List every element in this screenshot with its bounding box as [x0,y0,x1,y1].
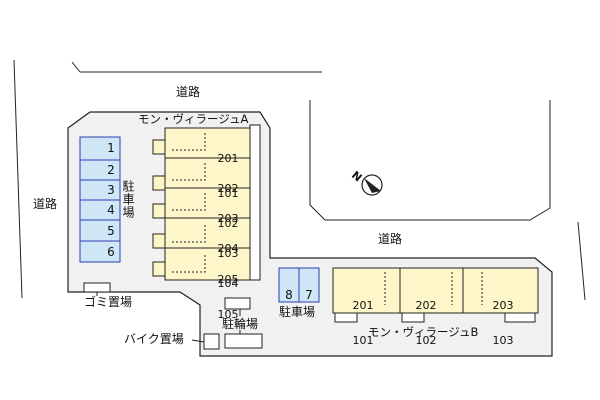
bicycle-label: 駐輪場 [222,317,259,331]
bicycle-rack [224,333,263,349]
unit-number: 104 [217,276,239,290]
building-a-entrances [152,139,166,277]
building-a-unit-1 [164,127,251,159]
unit-number: 203 [217,212,239,226]
parking-slot-label: 4 [107,203,115,217]
building-b-unit-3-label: 203 103 [486,277,520,358]
unit-number: 202 [415,299,437,313]
building-b-unit-2-label: 202 102 [409,277,443,358]
building-b-balcony [504,312,536,323]
building-b-balconies [334,312,536,323]
unit-number: 204 [217,242,239,256]
bicycle-rack [224,297,251,310]
building-b-stairs [384,272,483,305]
north-arrow-icon [361,174,383,196]
building-a-entrance [152,261,166,277]
building-a-entrance [152,139,166,155]
unit-number: 203 [492,299,514,313]
parking-east-slots [278,267,320,303]
building-b-balcony [334,312,358,323]
garbage-area [83,282,111,293]
parking-west-slots [79,136,121,263]
motorbike-area [203,333,220,350]
unit-number: 102 [415,333,437,347]
motorbike-label: バイク置場 [124,332,184,346]
parking-slot-label: 8 [285,288,293,302]
unit-number: 202 [217,182,239,196]
unit-number: 205 [217,273,239,287]
leader-line [191,339,205,343]
parking-slot-label: 5 [107,224,115,238]
unit-number: 201 [352,299,374,313]
unit-number: 103 [492,333,514,347]
parking-slot-label: 1 [107,141,115,155]
road-edge-north-corner [71,61,81,73]
unit-number: 102 [217,216,239,230]
road-edge-east-block [309,100,551,221]
building-a-unit-5-label: 205 105 [210,251,246,332]
building-a-balcony [249,124,261,281]
building-b [332,267,539,314]
building-a-entrance [152,175,166,191]
parking-east-label: 駐車場 [279,305,316,319]
unit-number: 201 [217,152,239,166]
parking-slot-label: 6 [107,245,115,259]
parking-west-label: 駐車場 [121,180,135,219]
road-label-north: 道路 [176,85,201,99]
building-a-entrance [152,203,166,219]
building-a-unit-4-label: 204 104 [210,220,246,301]
building-a-entrance [152,233,166,249]
road-label-west: 道路 [33,197,58,211]
building-a-name: モン・ヴィラージュA [138,112,249,126]
garbage-label: ゴミ置場 [84,295,133,309]
unit-number: 103 [217,246,239,260]
building-a-unit-2-label: 202 102 [210,160,246,241]
building-a-unit-1-label: 201 101 [210,130,246,211]
parking-slot [79,240,121,263]
building-a-stairs [172,132,206,273]
parking-slot-label: 2 [107,163,115,177]
building-a-unit-3 [164,187,251,219]
unit-number: 101 [217,186,239,200]
road-label-east: 道路 [378,232,403,246]
building-b-name: モン・ヴィラージュB [368,325,479,339]
building-a-unit-3-label: 203 103 [210,190,246,271]
building-b-balcony [401,312,425,323]
road-edge-east [577,221,586,301]
parking-slot-label: 7 [305,288,313,302]
unit-number: 105 [217,307,239,321]
building-b-unit-1-label: 201 101 [346,277,380,358]
road-edge-west [13,59,23,299]
parking-slot-label: 3 [107,183,115,197]
unit-number: 101 [352,333,374,347]
parking-slot [298,267,320,303]
building-a-units [164,127,251,281]
